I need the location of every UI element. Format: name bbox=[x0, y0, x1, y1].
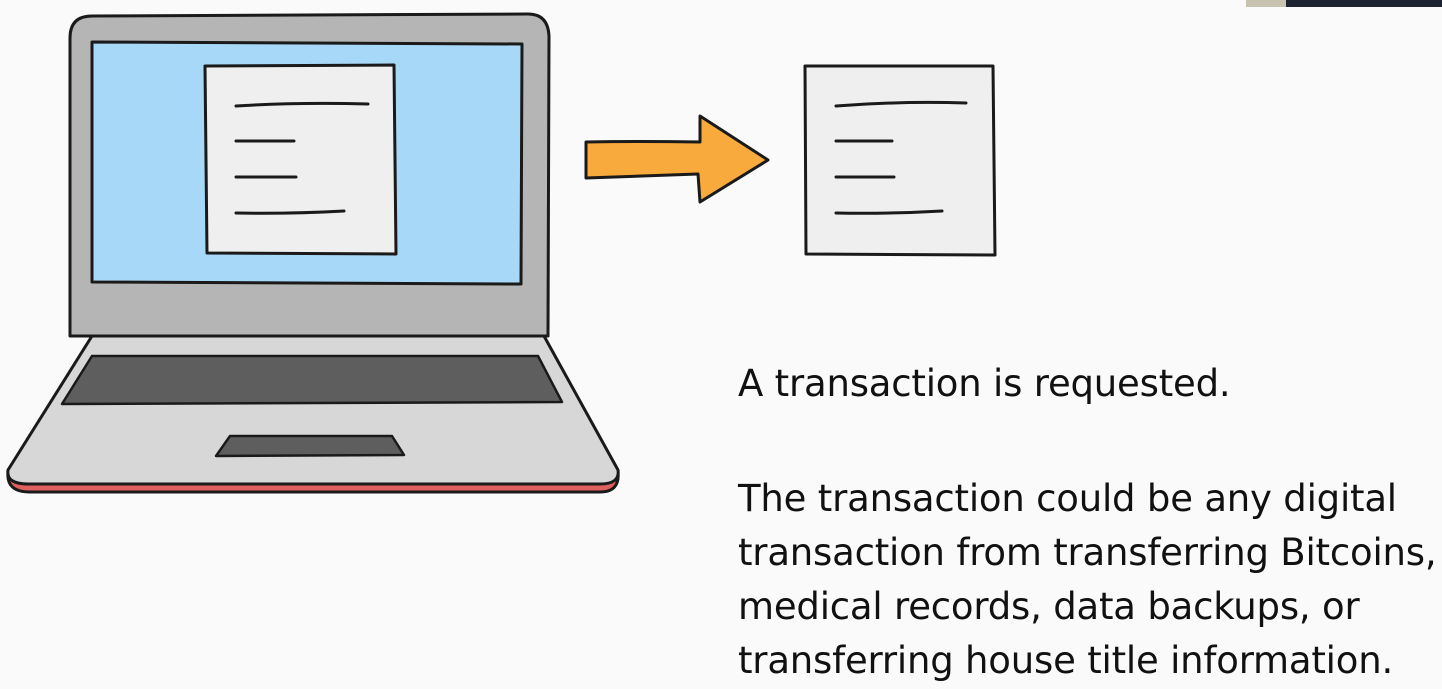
laptop-icon bbox=[6, 12, 620, 494]
transaction-document-line-1 bbox=[834, 100, 968, 108]
laptop-keyboard bbox=[60, 354, 564, 406]
transaction-document-line-4 bbox=[834, 209, 944, 215]
corner-thumbnail bbox=[1246, 0, 1442, 7]
document-icon bbox=[803, 64, 997, 257]
document-icon bbox=[203, 63, 398, 256]
caption-heading: A transaction is requested. bbox=[738, 362, 1231, 405]
screen-document-page bbox=[203, 63, 398, 256]
caption-body-line: medical records, data backups, or bbox=[738, 585, 1360, 628]
caption-body: The transaction could be any digital tra… bbox=[738, 472, 1437, 688]
transaction-document-page bbox=[803, 64, 997, 257]
screen-document-line-4 bbox=[234, 209, 346, 215]
screen-document-line-1 bbox=[234, 101, 370, 108]
caption-body-line: transferring house title information. bbox=[738, 639, 1394, 682]
caption-body-line: transaction from transferring Bitcoins, bbox=[738, 531, 1437, 574]
caption-body-line: The transaction could be any digital bbox=[738, 477, 1397, 520]
arrow-right-icon bbox=[584, 114, 770, 204]
laptop-trackpad bbox=[214, 434, 406, 458]
